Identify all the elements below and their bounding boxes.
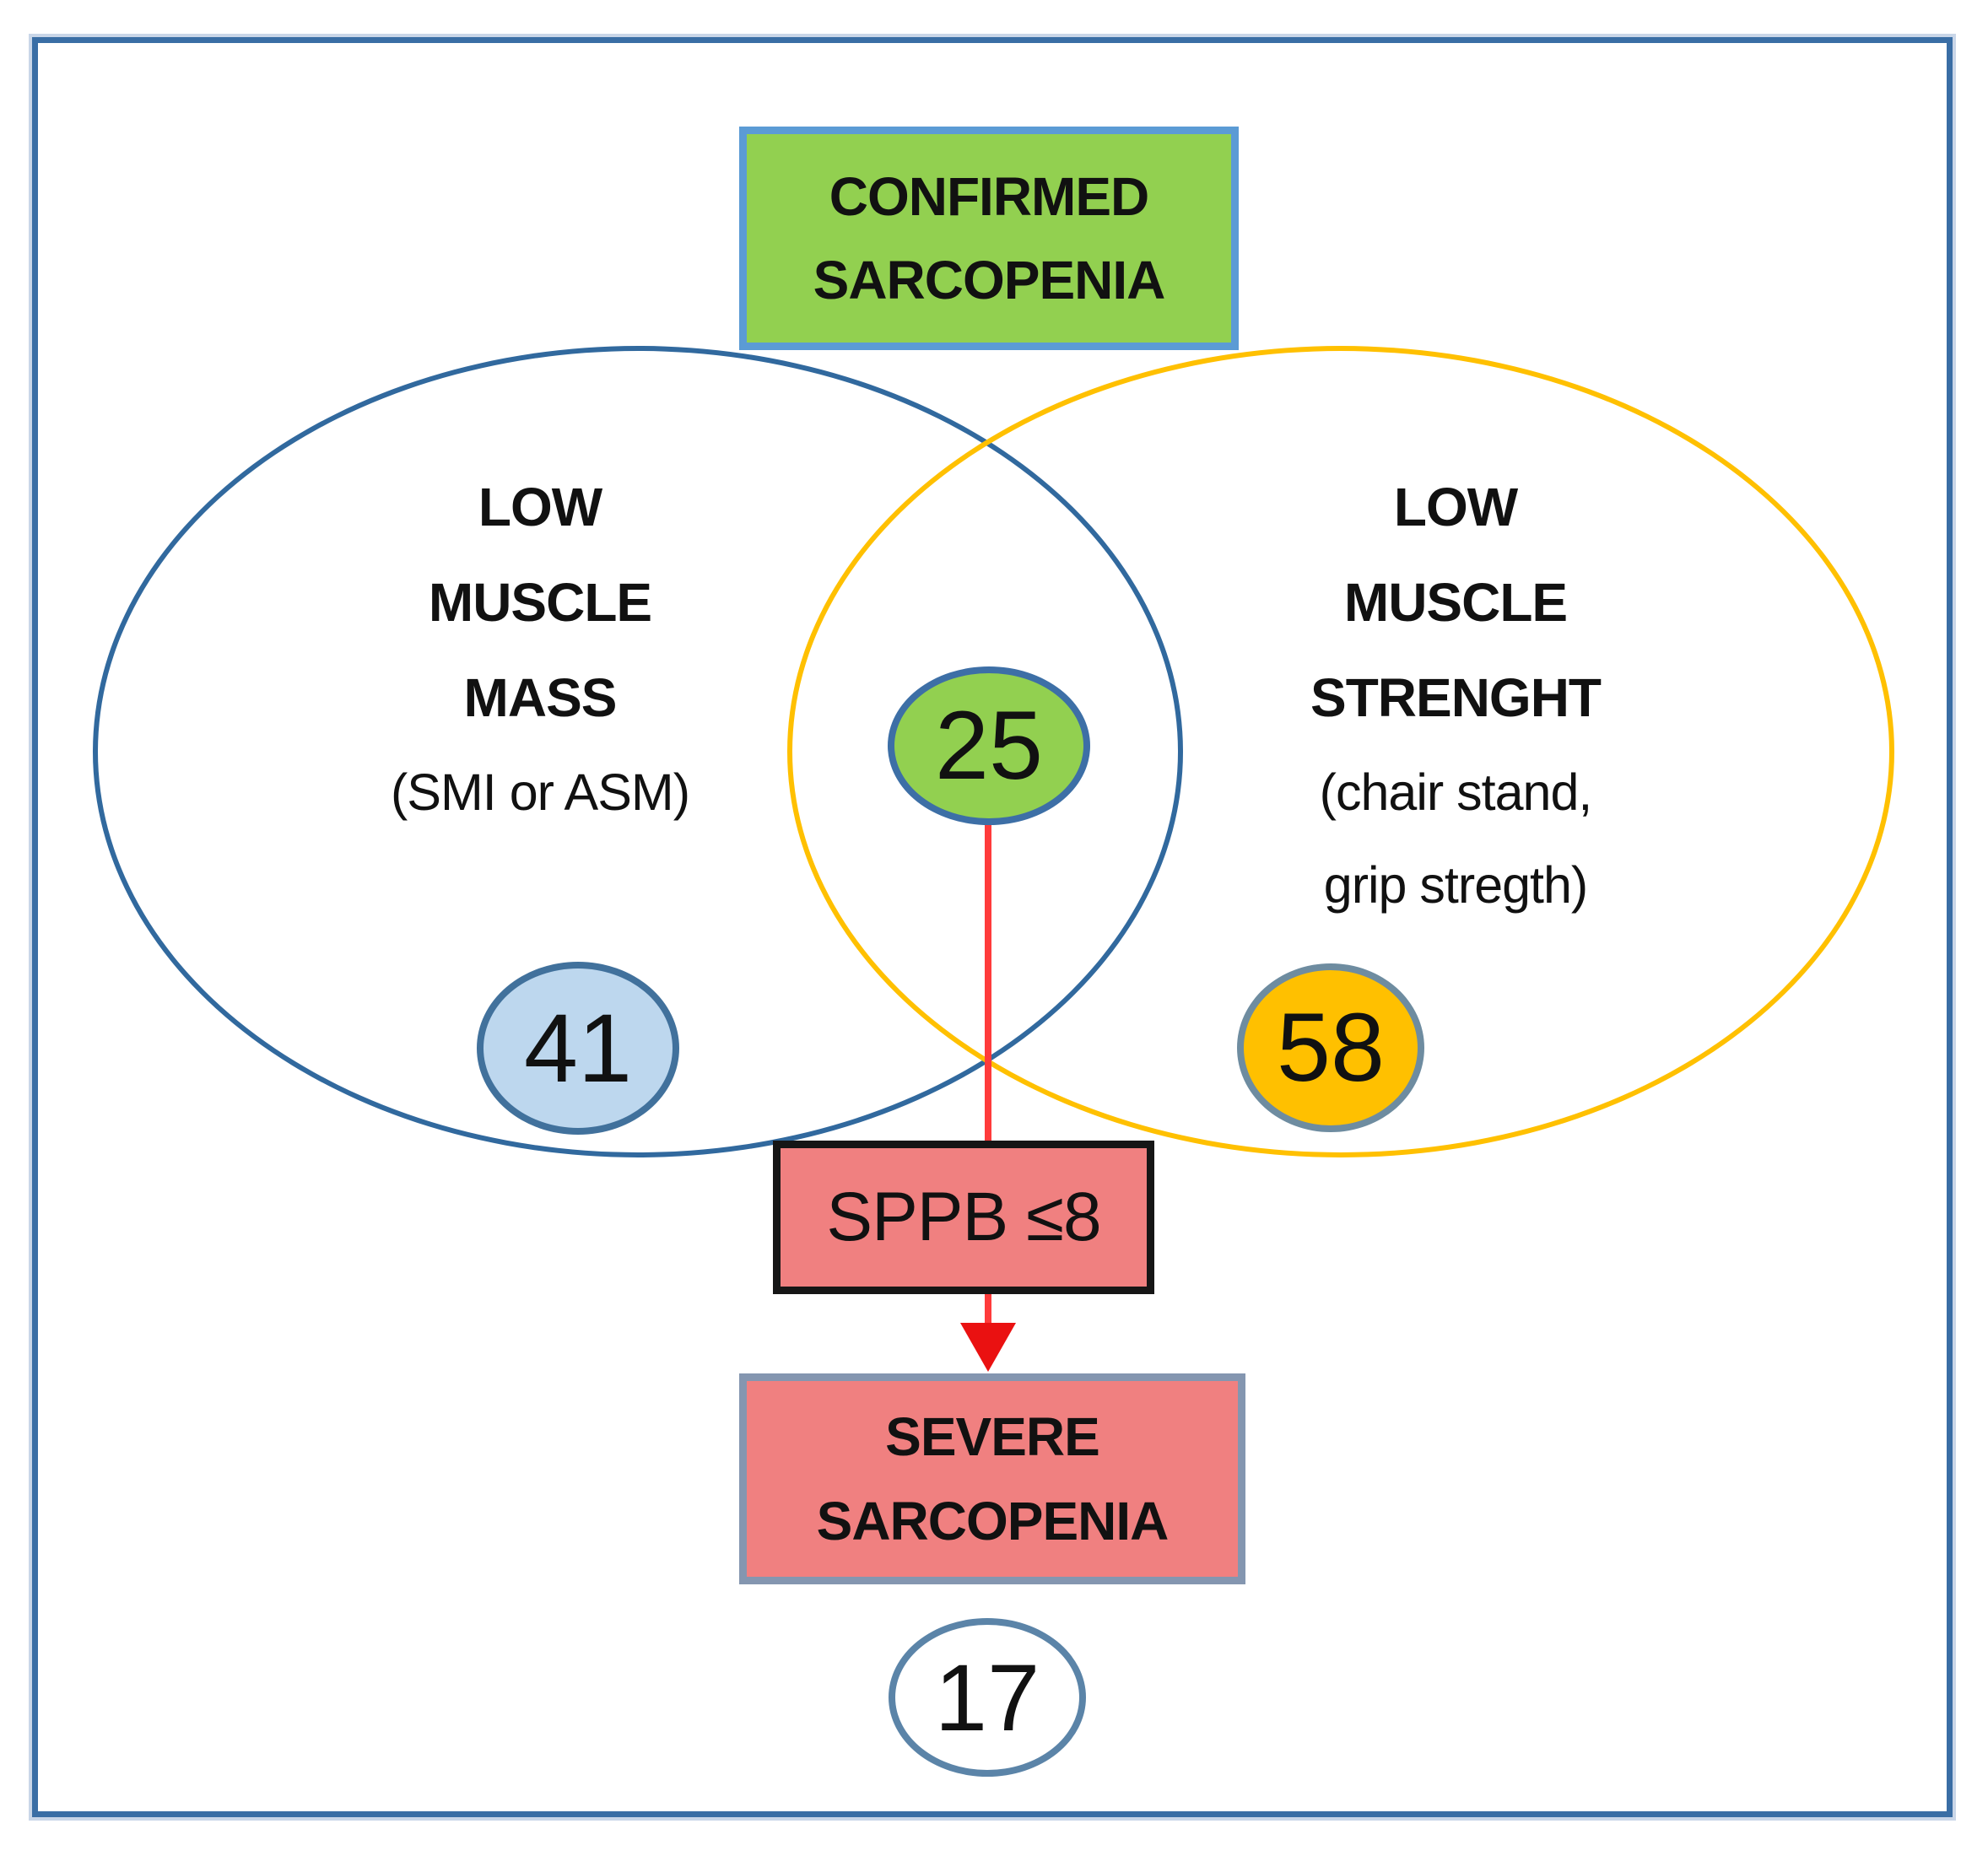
sppb-box: SPPB ≤8 xyxy=(773,1141,1154,1294)
low-muscle-strenght-subtitle: (chair stand, grip stregth) xyxy=(1319,763,1593,914)
mass-count: 41 xyxy=(524,994,632,1103)
severe-sarcopenia-label: SEVERE SARCOPENIA xyxy=(816,1406,1170,1551)
low-muscle-strenght-title: LOW MUSCLE STRENGHT xyxy=(1310,477,1602,728)
low-muscle-strenght-label: LOW MUSCLE STRENGHT (chair stand, grip s… xyxy=(1122,460,1789,931)
low-muscle-mass-title: LOW MUSCLE MASS xyxy=(428,477,652,728)
low-muscle-mass-label: LOW MUSCLE MASS (SMI or ASM) xyxy=(211,460,869,839)
overlap-count-badge: 25 xyxy=(888,666,1090,825)
severe-count-badge: 17 xyxy=(889,1618,1086,1777)
strength-count-badge: 58 xyxy=(1237,963,1424,1132)
mass-count-badge: 41 xyxy=(477,962,679,1135)
overlap-count: 25 xyxy=(935,692,1043,800)
figure-border xyxy=(29,34,1956,1821)
confirmed-sarcopenia-label: CONFIRMED SARCOPENIA xyxy=(813,165,1166,310)
arrow-head-icon xyxy=(960,1323,1016,1372)
confirmed-sarcopenia-box: CONFIRMED SARCOPENIA xyxy=(739,127,1239,350)
low-muscle-mass-subtitle: (SMI or ASM) xyxy=(390,763,690,821)
arrow-line xyxy=(985,824,991,1341)
low-muscle-strenght-ellipse xyxy=(787,346,1894,1157)
strength-count: 58 xyxy=(1277,994,1385,1102)
severe-sarcopenia-box: SEVERE SARCOPENIA xyxy=(739,1373,1245,1584)
severe-count: 17 xyxy=(934,1644,1040,1751)
sppb-label: SPPB ≤8 xyxy=(826,1179,1101,1255)
